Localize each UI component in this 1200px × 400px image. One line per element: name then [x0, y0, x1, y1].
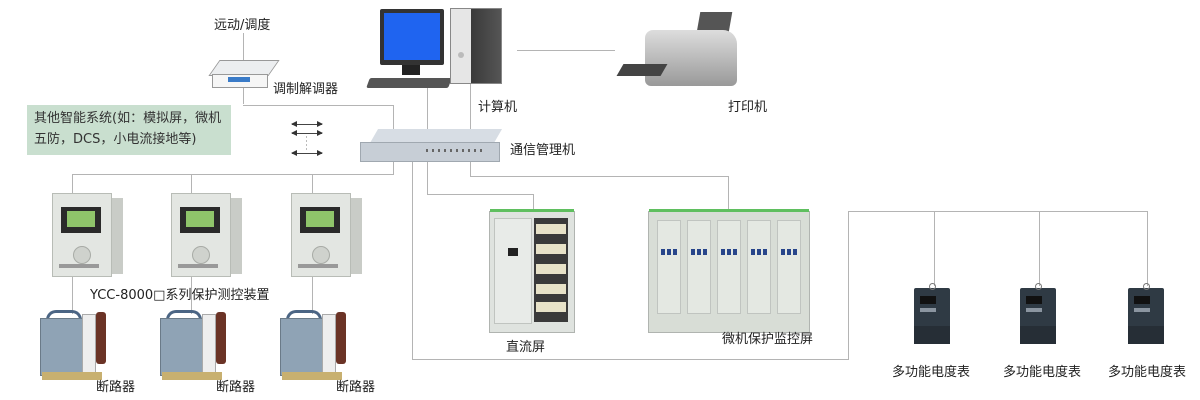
line-cm-mp	[470, 160, 471, 176]
line-computer-cm	[427, 88, 428, 129]
protection-device-2	[171, 193, 242, 277]
control-knob-icon	[73, 246, 91, 264]
line-tower-cm	[470, 82, 471, 129]
printer-output-tray	[616, 64, 668, 76]
line-modem-cm-drop	[393, 105, 394, 129]
meter-display-icon	[1134, 296, 1150, 304]
comm-manager-top	[369, 129, 503, 143]
monitor-screen	[384, 13, 440, 60]
dc-panel-label: 直流屏	[506, 340, 546, 355]
meter-display-icon	[1026, 296, 1042, 304]
meter-label-3: 多功能电度表	[1108, 365, 1187, 380]
line-meters-bus	[848, 211, 1148, 212]
line-cm-mp-drop	[728, 176, 729, 211]
line-prot3-brk	[312, 272, 313, 314]
line-prot2-brk	[191, 272, 192, 314]
protection-device-3	[291, 193, 362, 277]
microprocessor-panel-label: 微机保护监控屏	[722, 332, 814, 347]
keyboard-icon	[366, 78, 452, 88]
breaker-1	[40, 308, 110, 380]
line-cm-meters	[412, 160, 413, 360]
line-computer-printer	[517, 50, 615, 51]
line-meter3	[1147, 211, 1148, 286]
dispatch-label: 远动/调度	[214, 18, 271, 33]
line-prot2	[191, 174, 192, 194]
line-cm-dc-drop	[533, 194, 534, 211]
line-meters-bottom	[412, 359, 848, 360]
line-prot-bus	[72, 174, 394, 175]
energy-meter-2	[1020, 283, 1056, 344]
line-prot1	[72, 174, 73, 194]
pc-power-button	[458, 52, 464, 58]
line-cm-prot-up	[393, 160, 394, 175]
lcd-screen-icon	[186, 211, 214, 227]
line-dispatch-modem	[243, 33, 244, 60]
breaker-2	[160, 308, 230, 380]
breaker-label-1: 断路器	[96, 380, 136, 395]
other-systems-line2: 五防，DCS，小电流接地等)	[34, 132, 197, 147]
dc-panel-display	[508, 248, 518, 256]
line-cm-dc	[427, 160, 428, 195]
computer-label: 计算机	[478, 100, 518, 115]
modem-label: 调制解调器	[273, 82, 339, 97]
meter-display-icon	[920, 296, 936, 304]
comm-manager-ports-icon	[426, 149, 484, 152]
pc-tower-icon	[450, 8, 502, 84]
lcd-screen-icon	[306, 211, 334, 227]
protection-device-1	[52, 193, 123, 277]
line-meter2	[1039, 211, 1040, 286]
comm-manager-front	[360, 142, 500, 162]
other-systems-note: 其他智能系统(如：模拟屏，微机 五防，DCS，小电流接地等)	[27, 105, 231, 155]
breaker-3	[280, 308, 350, 380]
other-systems-line1: 其他智能系统(如：模拟屏，微机	[34, 111, 222, 126]
printer-label: 打印机	[728, 100, 768, 115]
protection-devices-label: YCC-8000□系列保护测控装置	[90, 288, 270, 303]
comm-manager-label: 通信管理机	[510, 143, 576, 158]
modem-led-icon	[228, 77, 250, 82]
printer-icon	[645, 30, 737, 86]
control-knob-icon	[312, 246, 330, 264]
line-prot1-brk	[72, 272, 73, 314]
lcd-screen-icon	[67, 211, 95, 227]
line-prot3	[312, 174, 313, 194]
meter-label-1: 多功能电度表	[892, 365, 971, 380]
line-meter1	[934, 211, 935, 286]
breaker-label-2: 断路器	[216, 380, 256, 395]
monitor-stand	[402, 65, 420, 75]
line-meters-up	[848, 211, 849, 360]
microprocessor-panel-cabinet	[648, 209, 810, 333]
control-knob-icon	[192, 246, 210, 264]
energy-meter-3	[1128, 283, 1164, 344]
dc-panel-cabinet	[489, 209, 575, 333]
line-cm-mp-h	[470, 176, 729, 177]
line-modem-down	[243, 86, 244, 104]
breaker-label-3: 断路器	[336, 380, 376, 395]
energy-meter-1	[914, 283, 950, 344]
meter-label-2: 多功能电度表	[1003, 365, 1082, 380]
line-cm-dc-h	[427, 194, 534, 195]
line-modem-cm	[243, 105, 394, 106]
